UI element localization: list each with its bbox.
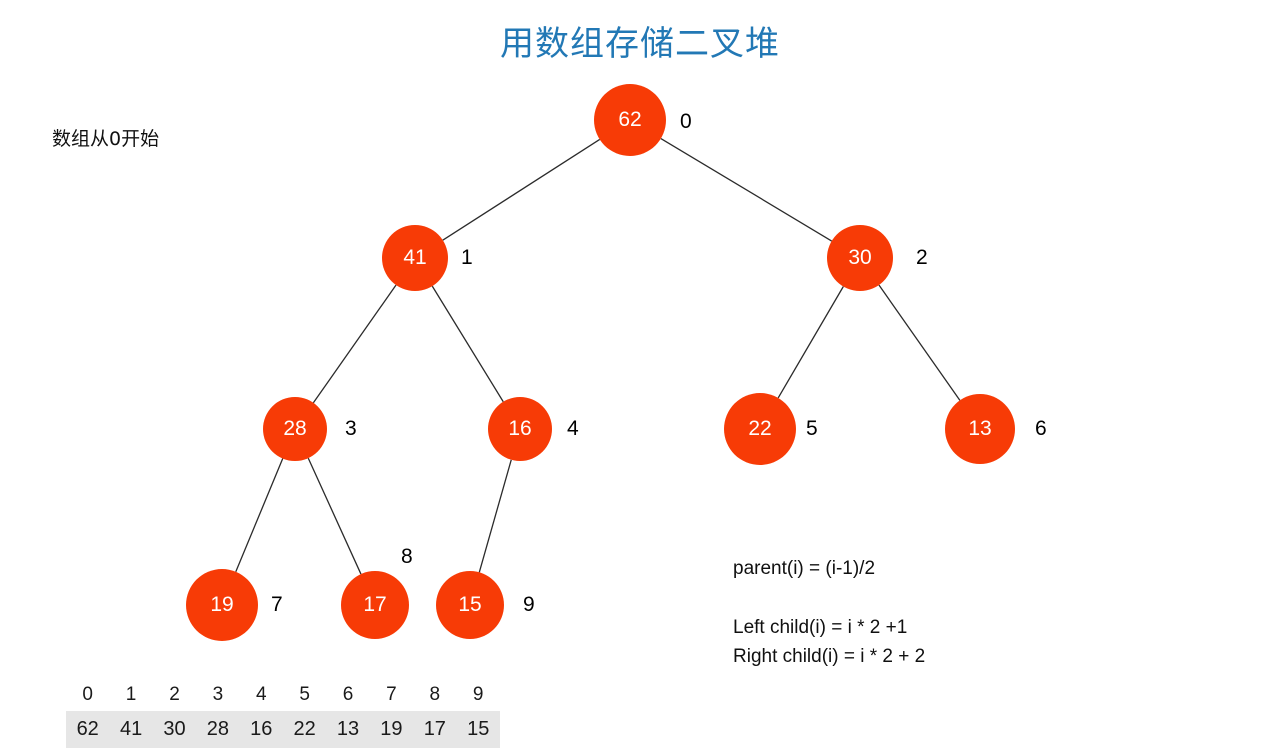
tree-node-index-label: 9 (523, 593, 535, 616)
tree-node-index-label: 0 (680, 110, 692, 133)
tree-node-value: 28 (283, 417, 307, 440)
tree-node-index-label: 8 (401, 545, 413, 568)
tree-node: 28 (263, 397, 327, 461)
formula-line: parent(i) = (i-1)/2 (733, 558, 876, 579)
array-index-cell: 7 (386, 683, 397, 705)
tree-node-value: 17 (363, 593, 387, 616)
array-index-row: 0 1 2 3 4 5 6 7 8 9 (66, 678, 500, 711)
array-index-cell: 2 (169, 683, 180, 705)
tree-edge (777, 286, 844, 399)
array-index-cell: 9 (472, 683, 484, 705)
array-value-row: 62 41 30 28 16 22 13 19 17 15 (66, 711, 500, 748)
tree-node-index-label: 6 (1035, 417, 1047, 440)
array-index-cell: 1 (125, 683, 137, 705)
tree-node: 41 (382, 225, 448, 291)
array-value-cell: 28 (206, 718, 229, 740)
array-value-cell: 16 (250, 718, 273, 740)
array-value-cell: 19 (380, 718, 403, 740)
tree-node-value: 62 (618, 108, 642, 131)
array-index-cell: 8 (429, 683, 441, 705)
formula-line: Right child(i) = i * 2 + 2 (733, 646, 926, 667)
tree-node: 16 (488, 397, 552, 461)
tree-node: 30 (827, 225, 893, 291)
tree-node-index-label: 2 (916, 246, 928, 269)
tree-node: 17 (341, 571, 409, 639)
tree-node: 13 (945, 394, 1015, 464)
array-value-cell: 17 (423, 718, 446, 740)
tree-node-value: 19 (210, 593, 234, 616)
tree-edge (312, 284, 397, 404)
tree-node-index-label: 7 (271, 593, 283, 616)
array-value-cell: 62 (76, 718, 99, 740)
page-title: 用数组存储二叉堆 (500, 24, 780, 64)
tree-node-value: 15 (458, 593, 482, 616)
tree-node: 62 (594, 84, 666, 156)
array-value-cell: 15 (467, 718, 490, 740)
tree-edge (431, 285, 504, 403)
tree-node: 15 (436, 571, 504, 639)
array-value-cell: 22 (293, 718, 316, 740)
tree-node-index-label: 3 (345, 417, 357, 440)
tree-edge (235, 458, 284, 572)
tree-node-value: 30 (848, 246, 872, 269)
tree-edge (307, 457, 362, 575)
tree-edge (660, 137, 833, 242)
array-value-cell: 13 (336, 718, 360, 740)
array-start-note: 数组从0开始 (52, 128, 160, 150)
array-value-cell: 30 (163, 718, 186, 740)
tree-edge (442, 138, 601, 241)
formula-line: Left child(i) = i * 2 +1 (733, 617, 908, 638)
array-index-cell: 4 (255, 683, 267, 705)
tree-node-index-label: 1 (461, 246, 473, 269)
tree-node: 19 (186, 569, 258, 641)
array-table: 0 1 2 3 4 5 6 7 8 9 62 41 30 28 16 22 13 19 17 15 (66, 678, 500, 748)
array-value-cell: 41 (119, 718, 143, 740)
tree-node-index-label: 4 (567, 417, 579, 440)
array-index-cell: 6 (342, 683, 354, 705)
tree-node-value: 16 (508, 417, 532, 440)
tree-node-value: 13 (968, 417, 992, 440)
tree-node-value: 22 (748, 417, 772, 440)
tree-edge (478, 459, 512, 573)
array-index-cell: 0 (82, 683, 93, 705)
tree-node-value: 41 (403, 246, 427, 269)
tree-edge (878, 284, 961, 401)
array-index-cell: 5 (299, 683, 310, 705)
tree-node-index-label: 5 (806, 417, 818, 440)
array-index-cell: 3 (212, 683, 224, 705)
tree-node: 22 (724, 393, 796, 465)
